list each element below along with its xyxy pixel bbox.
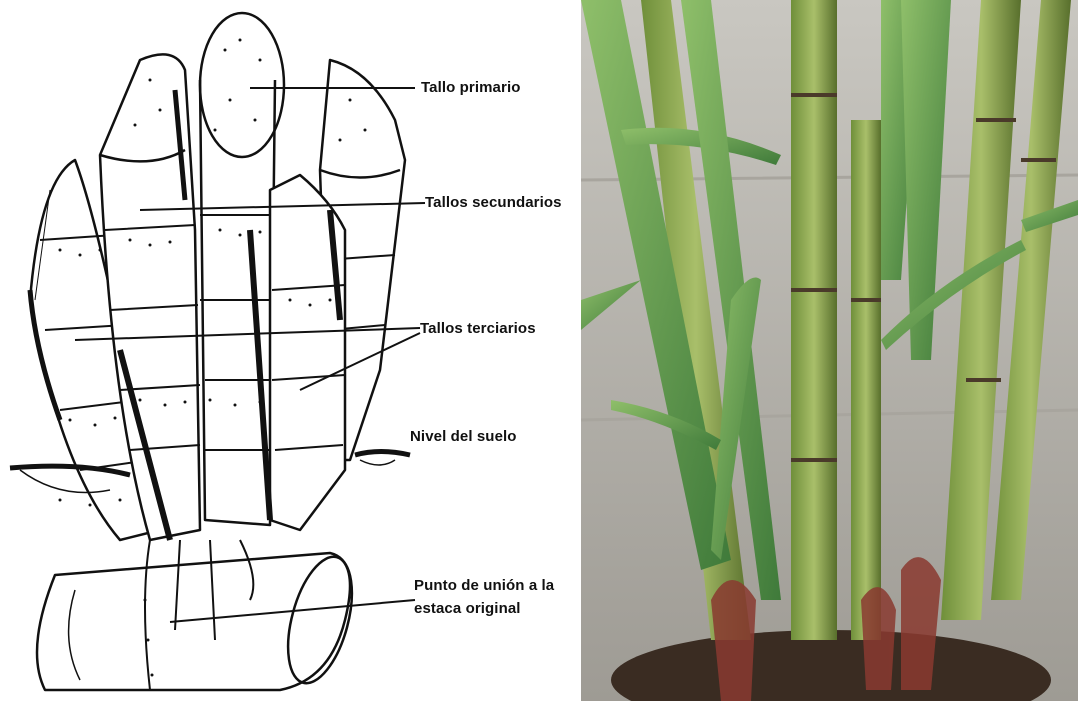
label-ground-level: Nivel del suelo xyxy=(410,428,517,446)
original-cutting xyxy=(37,553,350,690)
sugarcane-photo xyxy=(581,0,1078,701)
diagram-drawing xyxy=(0,0,578,701)
label-junction-line1: Punto de unión a la xyxy=(414,577,554,595)
photo-rendering xyxy=(581,0,1078,701)
label-tertiary-stalks: Tallos terciarios xyxy=(420,320,536,338)
sugarcane-diagram: Tallo primario Tallos secundarios Tallos… xyxy=(0,0,578,701)
label-secondary-stalks: Tallos secundarios xyxy=(425,194,562,212)
label-primary-stalk: Tallo primario xyxy=(421,79,520,97)
label-junction-line2: estaca original xyxy=(414,600,521,618)
